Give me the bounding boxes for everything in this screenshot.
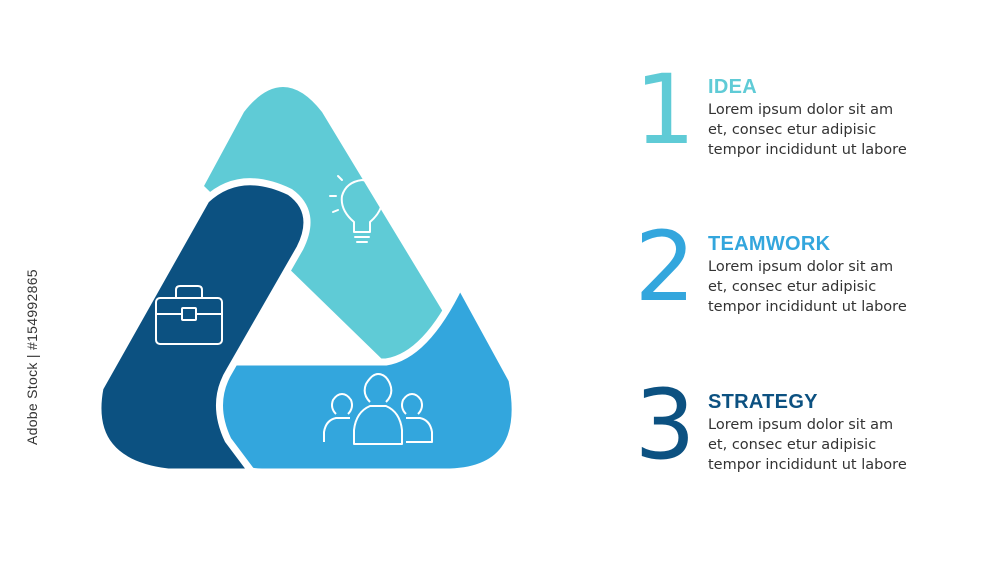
lightbulb-icon (329, 165, 395, 243)
step-strategy: 3 STRATEGY Lorem ipsum dolor sit am et, … (630, 377, 970, 501)
step-number: 3 (634, 369, 696, 481)
step-number: 1 (634, 54, 696, 166)
step-idea: 1 IDEA Lorem ipsum dolor sit am et, cons… (630, 62, 970, 186)
step-description: Lorem ipsum dolor sit am et, consec etur… (708, 415, 978, 475)
step-description: Lorem ipsum dolor sit am et, consec etur… (708, 100, 978, 160)
people-icon (323, 373, 433, 445)
step-title: STRATEGY (708, 391, 818, 413)
description-line: Lorem ipsum dolor sit am (708, 417, 894, 433)
description-line: et, consec etur adipisic (708, 279, 877, 295)
step-title: IDEA (708, 76, 757, 98)
description-line: tempor incididunt ut labore (708, 299, 907, 315)
step-title: TEAMWORK (708, 233, 831, 255)
briefcase-icon (155, 285, 223, 345)
segment-strategy (94, 178, 311, 476)
step-teamwork: 2 TEAMWORK Lorem ipsum dolor sit am et, … (630, 219, 970, 343)
segment-idea (204, 87, 458, 398)
description-line: et, consec etur adipisic (708, 437, 877, 453)
description-line: tempor incididunt ut labore (708, 142, 907, 158)
step-description: Lorem ipsum dolor sit am et, consec etur… (708, 257, 978, 317)
description-line: Lorem ipsum dolor sit am (708, 102, 894, 118)
description-line: Lorem ipsum dolor sit am (708, 259, 894, 275)
description-line: tempor incididunt ut labore (708, 457, 907, 473)
stock-credit: Adobe Stock | #154992865 (24, 269, 40, 445)
step-number: 2 (634, 211, 696, 323)
description-line: et, consec etur adipisic (708, 122, 877, 138)
